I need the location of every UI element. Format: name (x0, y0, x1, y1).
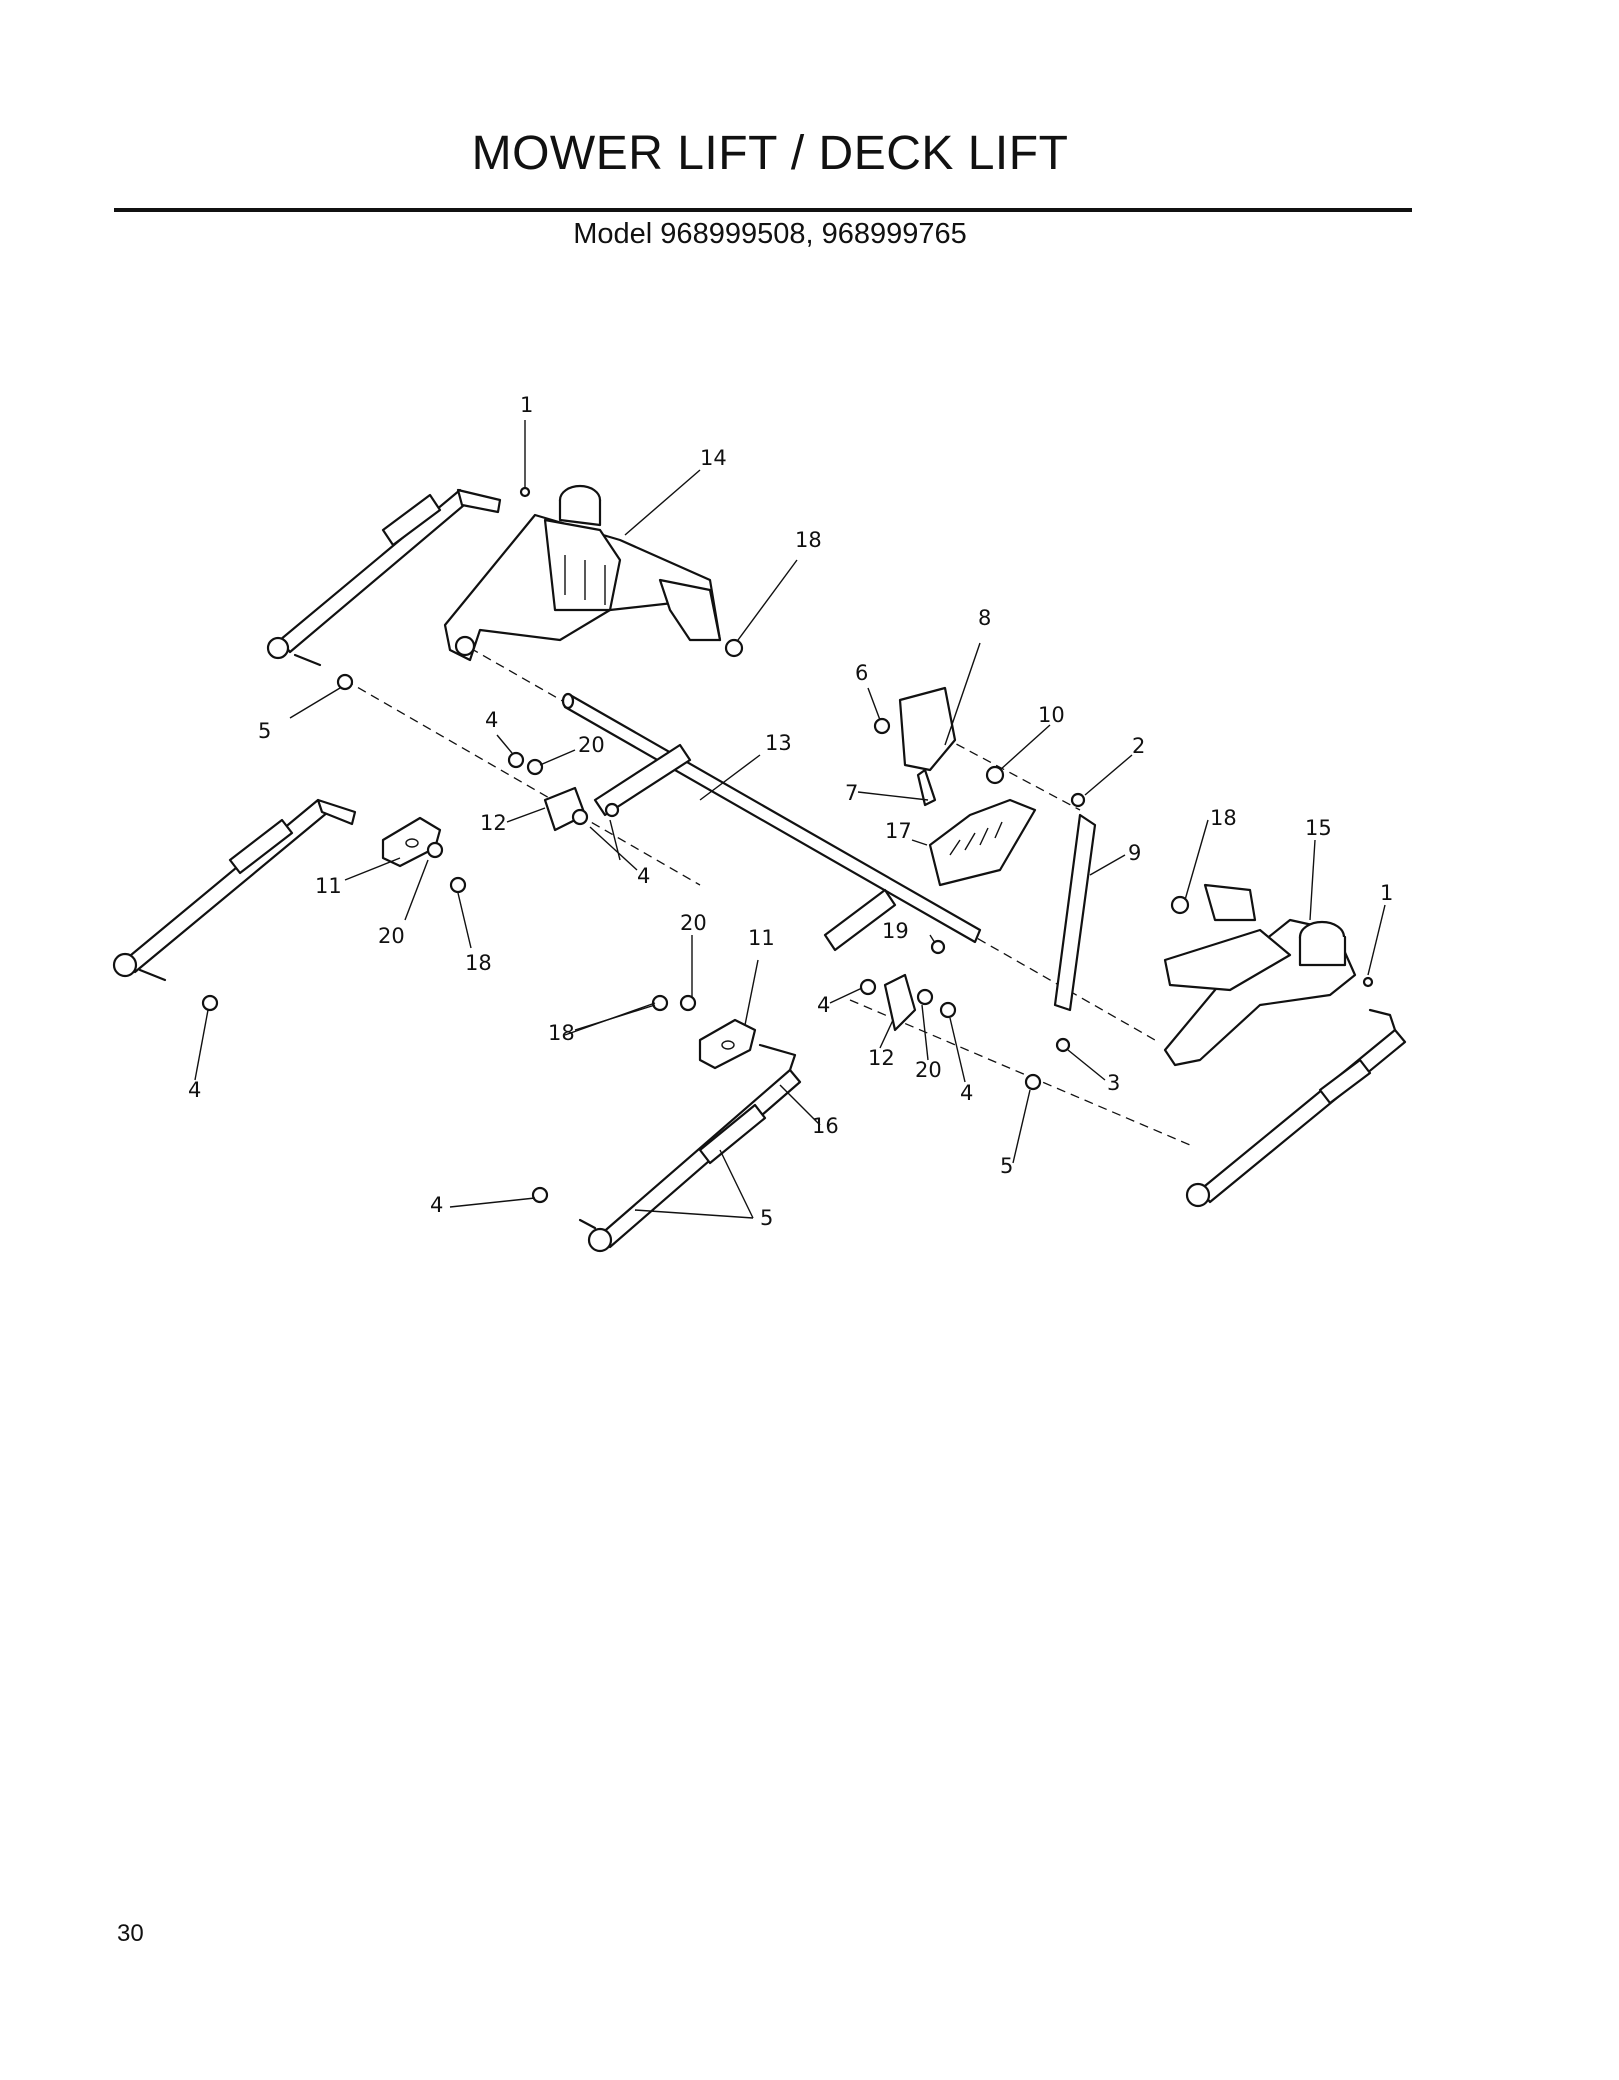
callout-9: 9 (1128, 841, 1141, 865)
callout-13: 13 (765, 731, 792, 755)
callout-12-right: 12 (868, 1046, 895, 1070)
callout-17: 17 (885, 819, 912, 843)
callout-20-left: 20 (378, 924, 405, 948)
hardware-items (201, 486, 1374, 1204)
pedal-lever (916, 768, 937, 807)
callout-6: 6 (855, 661, 868, 685)
callout-4-far-left: 4 (188, 1078, 201, 1102)
callout-16: 16 (812, 1114, 839, 1138)
right-lower-lift-rod (1185, 1008, 1407, 1208)
callout-18-left: 18 (465, 951, 492, 975)
model-subtitle: Model 968999508, 968999765 (573, 218, 967, 250)
callout-20: 20 (578, 733, 605, 757)
callout-20-right: 20 (915, 1058, 942, 1082)
leader-lines (194, 420, 1386, 1219)
link-plate-right (883, 973, 917, 1032)
axis-line-pedal (929, 729, 1081, 811)
callout-14: 14 (700, 446, 727, 470)
callout-5-bottom: 5 (760, 1206, 773, 1230)
page-number: 30 (117, 1920, 144, 1947)
left-lift-bracket (443, 484, 722, 662)
callout-5-right: 5 (1000, 1154, 1013, 1178)
callout-11-center: 11 (748, 926, 775, 950)
height-adjust-plate (928, 798, 1037, 887)
page-title: MOWER LIFT / DECK LIFT (471, 127, 1069, 180)
callout-3: 3 (1107, 1071, 1120, 1095)
callout-15: 15 (1305, 816, 1332, 840)
callout-18-right: 18 (1210, 806, 1237, 830)
callout-4: 4 (485, 708, 498, 732)
pedal-assembly (898, 686, 1097, 1012)
callout-1: 1 (520, 393, 533, 417)
callout-labels: 1 14 18 8 6 10 2 5 4 20 13 12 7 17 9 18 … (188, 393, 1393, 1230)
callout-5: 5 (258, 719, 271, 743)
callout-11-left: 11 (315, 874, 342, 898)
callout-10: 10 (1038, 703, 1065, 727)
callout-19: 19 (882, 919, 909, 943)
callout-4-center-right: 4 (960, 1081, 973, 1105)
center-lower-lift-rod (578, 1043, 802, 1253)
callout-8: 8 (978, 606, 991, 630)
callout-4-left: 4 (637, 864, 650, 888)
left-lower-lift-rod (112, 798, 357, 982)
lift-spring (985, 765, 1005, 785)
callout-12: 12 (480, 811, 507, 835)
axis-line-right (849, 999, 1191, 1146)
callout-7: 7 (845, 781, 858, 805)
title-divider (114, 208, 1412, 212)
callout-18-center: 18 (548, 1021, 575, 1045)
callout-20-center: 20 (680, 911, 707, 935)
callout-2: 2 (1132, 734, 1145, 758)
lift-arm (1053, 813, 1097, 1012)
pivot-block-left (381, 816, 442, 868)
callout-1-right: 1 (1380, 881, 1393, 905)
left-upper-lift-rod (266, 488, 502, 667)
axis-line-left (344, 679, 701, 886)
callout-4-bottom: 4 (430, 1193, 443, 1217)
callout-18: 18 (795, 528, 822, 552)
lift-shaft (561, 692, 982, 952)
pivot-block-center (698, 1018, 757, 1070)
callout-4-center-left: 4 (817, 993, 830, 1017)
lift-pedal (898, 686, 957, 772)
right-lift-bracket (1163, 883, 1357, 1067)
